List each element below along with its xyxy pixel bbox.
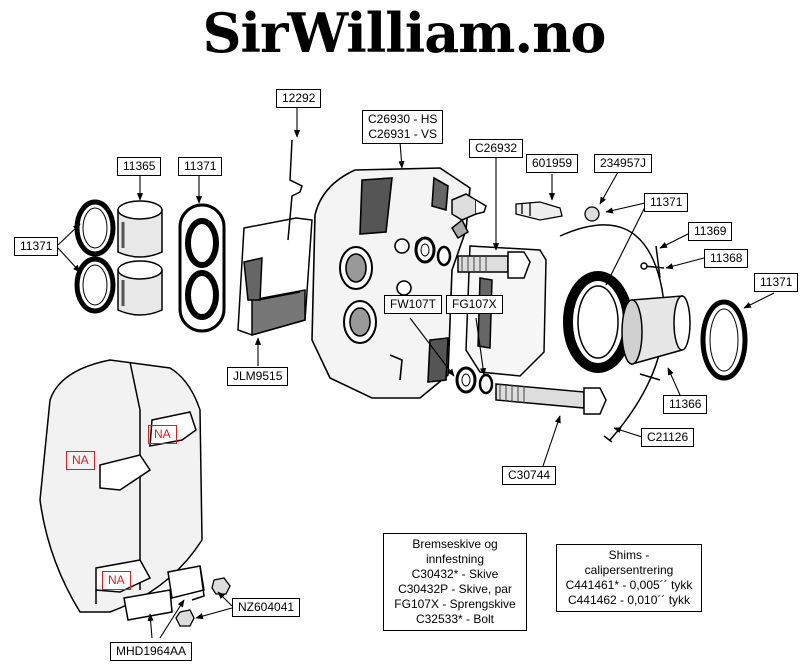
label-fw107t: FW107T xyxy=(384,295,443,314)
label-11371-top: 11371 xyxy=(178,157,223,176)
label-11371-right: 11371 xyxy=(754,273,799,292)
washers-upper xyxy=(414,236,452,267)
label-c30744: C30744 xyxy=(502,466,557,485)
washers-lower xyxy=(455,366,494,395)
double-seal xyxy=(178,203,226,333)
pins xyxy=(639,245,665,381)
brake-disc-note-line: C32533* - Bolt xyxy=(415,612,495,626)
label-11371-left: 11371 xyxy=(14,237,59,256)
label-12292: 12292 xyxy=(276,89,322,108)
shims-note-line: C441462 - 0,010´´ tykk xyxy=(567,593,691,607)
brake-disc-note-line: FG107X - Sprengskive xyxy=(394,597,516,611)
retaining-spring xyxy=(287,139,303,241)
label-11365: 11365 xyxy=(117,157,162,176)
label-c26930: C26930 - HS xyxy=(368,112,438,126)
leader-lines xyxy=(57,108,775,639)
bolt-c26932 xyxy=(457,251,531,279)
label-11368: 11368 xyxy=(704,249,749,268)
label-fg107x: FG107X xyxy=(446,295,503,314)
disc-arc xyxy=(559,224,666,443)
label-mhd1964aa: MHD1964AA xyxy=(110,642,193,661)
bleed-nipple xyxy=(515,201,600,222)
nuts xyxy=(175,577,231,627)
shims-note: Shims - calipersentrering C441461* - 0,0… xyxy=(556,544,702,612)
shims-note-title: Shims - calipersentrering xyxy=(584,548,674,577)
caliper-body xyxy=(311,167,471,399)
site-title: SirWilliam.no xyxy=(202,1,607,65)
shims-note-line: C441461* - 0,005´´ tykk xyxy=(565,578,693,592)
brake-disc-note: Bremseskive og innfestning C30432* - Ski… xyxy=(383,533,527,631)
label-234957j: 234957J xyxy=(594,154,653,173)
pistons xyxy=(117,200,163,316)
piston-large xyxy=(621,295,691,365)
bolt-c30744 xyxy=(495,383,607,415)
seal-rings-left xyxy=(74,199,116,314)
brake-disc-note-line: C30432* - Skive xyxy=(411,567,499,581)
brake-pad xyxy=(237,217,313,336)
label-nz604041: NZ604041 xyxy=(232,598,301,617)
dust-shield xyxy=(39,359,203,613)
label-601959: 601959 xyxy=(526,154,579,173)
label-c21126: C21126 xyxy=(641,428,695,447)
bleed-fitting xyxy=(451,193,487,240)
mounting-brackets xyxy=(123,565,205,621)
brake-disc-note-title: Bremseskive og innfestning xyxy=(412,537,498,566)
label-c26932: C26932 xyxy=(469,139,524,158)
label-c26931: C26931 - VS xyxy=(368,127,438,141)
seal-ring-right xyxy=(700,299,748,381)
label-jlm9515: JLM9515 xyxy=(227,367,289,386)
label-11369: 11369 xyxy=(688,222,733,241)
na-marker: NA xyxy=(66,451,95,470)
na-marker: NA xyxy=(102,571,131,590)
brake-disc-note-line: C30432P - Skive, par xyxy=(398,582,512,596)
label-11371-right-top: 11371 xyxy=(644,193,689,212)
large-seal-ring xyxy=(563,271,633,373)
na-marker: NA xyxy=(148,425,177,444)
label-11366: 11366 xyxy=(663,395,708,414)
label-caliper-body: C26930 - HS C26931 - VS xyxy=(362,110,444,144)
